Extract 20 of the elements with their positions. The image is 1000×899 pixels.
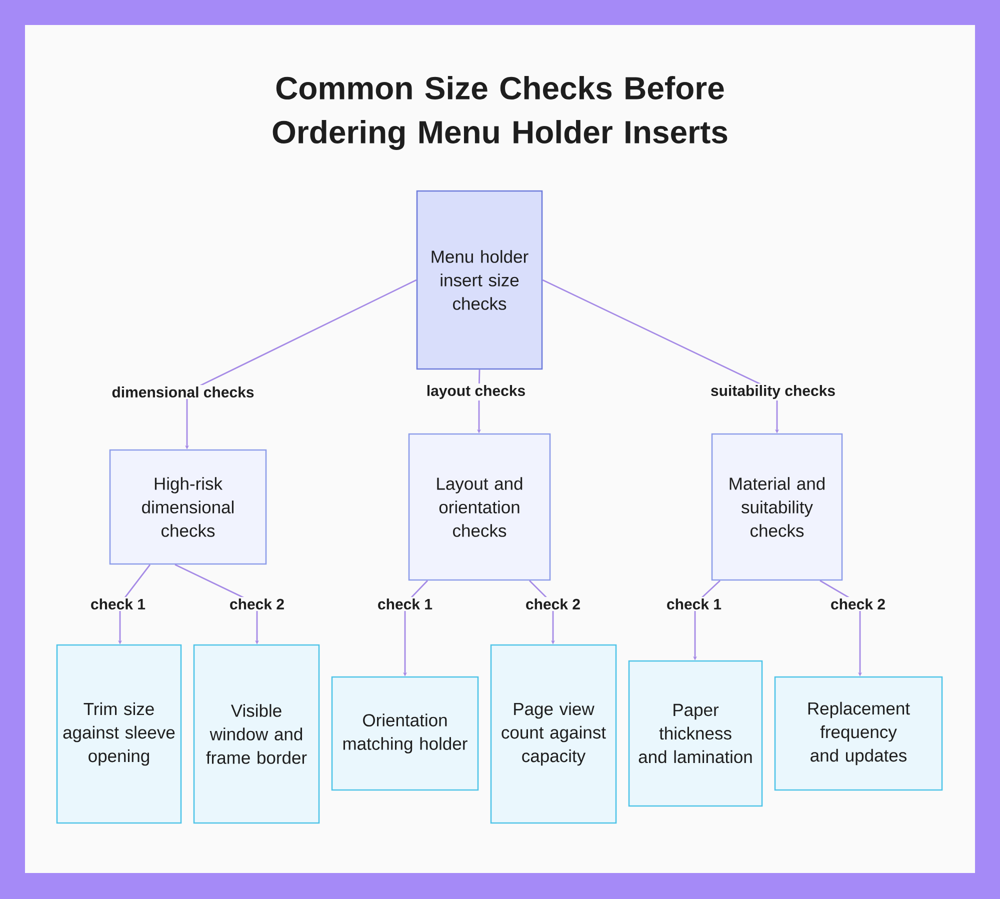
category-box: Material and suitability checks bbox=[711, 433, 843, 581]
root-box: Menu holder insert size checks bbox=[416, 190, 543, 370]
edge-label: check 1 bbox=[376, 597, 434, 612]
edge-label: check 1 bbox=[88, 597, 148, 612]
check-box: Paper thickness and lamination bbox=[628, 660, 763, 807]
category-box: High-risk dimensional checks bbox=[109, 449, 267, 565]
check-box: Orientation matching holder bbox=[331, 676, 479, 791]
edge-label: dimensional checks bbox=[110, 385, 256, 399]
check-box: Visible window and frame border bbox=[193, 644, 320, 824]
edge-label: suitability checks bbox=[708, 384, 838, 400]
edge-label: check 2 bbox=[524, 597, 582, 612]
edge-label: layout checks bbox=[424, 384, 528, 400]
check-box: Page view count against capacity bbox=[490, 644, 617, 824]
category-box: Layout and orientation checks bbox=[408, 433, 551, 581]
check-box: Trim size against sleeve opening bbox=[56, 644, 182, 824]
edge-label: check 2 bbox=[228, 597, 286, 612]
edge-label: check 2 bbox=[829, 597, 888, 612]
check-box: Replacement frequency and updates bbox=[774, 676, 943, 791]
title: Common Size Checks Before Ordering Menu Holder Inserts bbox=[272, 76, 728, 150]
edge-label: check 1 bbox=[665, 597, 724, 612]
